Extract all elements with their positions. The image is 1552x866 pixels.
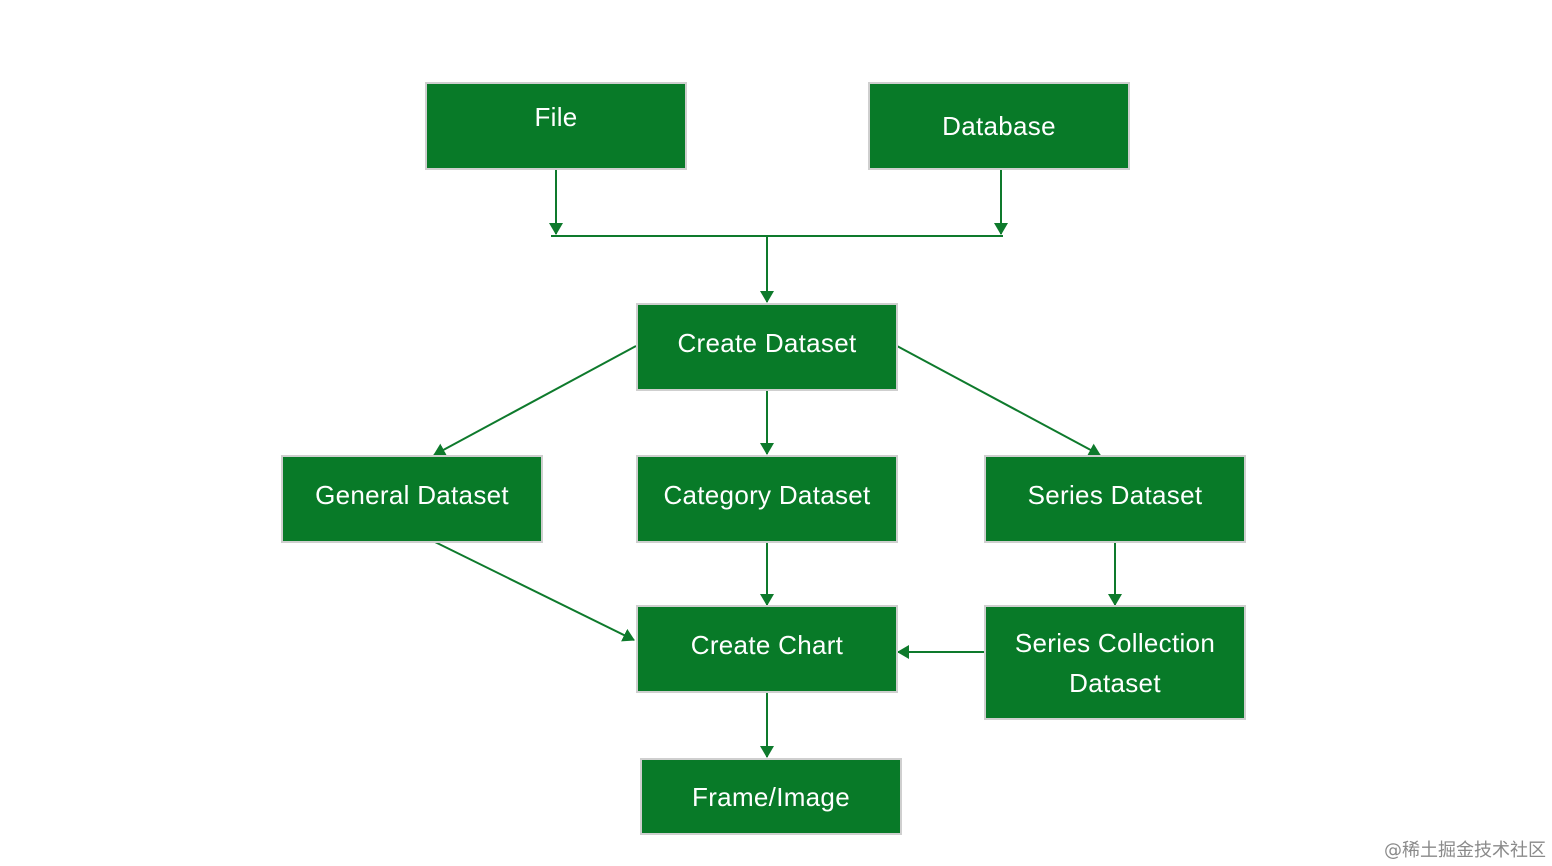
node-category-dataset-label: Category Dataset bbox=[663, 480, 871, 510]
node-database: Database bbox=[868, 82, 1130, 170]
node-create-chart: Create Chart bbox=[636, 605, 898, 693]
arrow-create-dataset-to-general-dataset bbox=[433, 345, 637, 456]
node-series-collection-dataset-line2: Dataset bbox=[1069, 667, 1161, 698]
node-database-label: Database bbox=[942, 111, 1056, 141]
node-create-dataset: Create Dataset bbox=[636, 303, 898, 391]
arrow-general-dataset-to-create-chart bbox=[434, 541, 635, 642]
node-create-chart-label: Create Chart bbox=[690, 630, 844, 660]
node-frame-image: Frame/Image bbox=[640, 758, 902, 835]
node-file: File bbox=[425, 82, 687, 170]
node-general-dataset-label: General Dataset bbox=[315, 480, 509, 510]
node-general-dataset: General Dataset bbox=[281, 455, 543, 543]
node-series-dataset-label: Series Dataset bbox=[1027, 480, 1203, 510]
node-series-collection-dataset-line1: Series Collection bbox=[1014, 627, 1216, 658]
node-series-collection-dataset: Series Collection Dataset bbox=[984, 605, 1246, 720]
node-category-dataset: Category Dataset bbox=[636, 455, 898, 543]
node-file-label: File bbox=[534, 102, 578, 132]
node-frame-image-label: Frame/Image bbox=[692, 781, 850, 812]
node-create-dataset-label: Create Dataset bbox=[677, 328, 857, 358]
watermark: @稀土掘金技术社区 bbox=[1384, 840, 1546, 861]
node-series-dataset: Series Dataset bbox=[984, 455, 1246, 543]
arrow-create-dataset-to-series-dataset bbox=[896, 345, 1101, 456]
